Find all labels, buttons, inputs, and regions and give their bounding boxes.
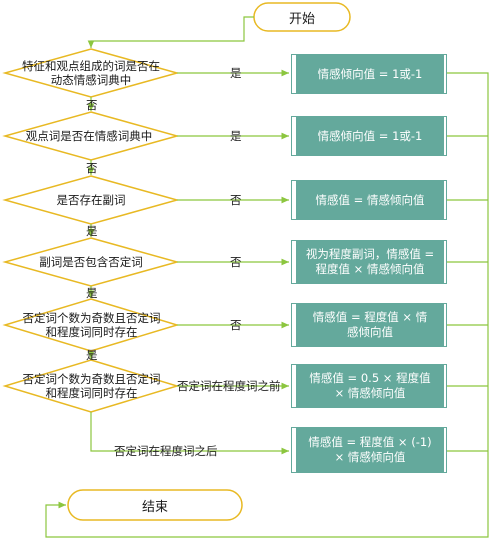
edge-label-d3-yes: 是 xyxy=(86,224,98,238)
result-text-1: 情感倾向值 = 1或-1 xyxy=(317,66,423,81)
edge-label-d4-no: 否 xyxy=(230,255,242,269)
decision-text-5: 否定词个数为奇数且否定词和程度词同时存在 xyxy=(22,311,161,339)
decision-text-1: 特征和观点组成的词是否在动态情感词典中 xyxy=(22,59,160,87)
start-label: 开始 xyxy=(288,11,315,27)
decision-text-6: 否定词个数为奇数且否定词和程度词同时存在 xyxy=(22,372,161,400)
edge-label-before: 否定词在程度词之前 xyxy=(177,379,281,393)
edge-label-d2-no: 否 xyxy=(86,161,98,175)
decision-text-2: 观点词是否在情感词典中 xyxy=(25,129,153,143)
edge-label-d4-yes: 是 xyxy=(86,286,98,300)
result-text-7: 情感值 = 程度值 × (-1) × 情感倾向值 xyxy=(308,435,432,464)
result-box-6: 情感值 = 0.5 × 程度值 × 情感倾向值 xyxy=(291,364,447,408)
end-label: 结束 xyxy=(141,499,168,515)
result-box-7: 情感值 = 程度值 × (-1) × 情感倾向值 xyxy=(291,427,447,473)
edge-label-d5-no: 否 xyxy=(230,318,242,332)
edge-label-d3-no: 否 xyxy=(230,193,242,207)
edge-results-to-end xyxy=(45,72,489,538)
edge-label-after: 否定词在程度词之后 xyxy=(114,444,218,458)
result-text-6: 情感值 = 0.5 × 程度值 × 情感倾向值 xyxy=(309,371,431,400)
result-box-1: 情感倾向值 = 1或-1 xyxy=(291,54,447,94)
result-box-5: 情感值 = 程度值 × 情感倾向值 xyxy=(291,303,447,347)
result-text-3: 情感值 = 情感倾向值 xyxy=(315,192,425,207)
edge-start-to-d1 xyxy=(87,16,254,48)
decision-text-3: 是否存在副词 xyxy=(56,193,126,207)
edge-label-d1-yes: 是 xyxy=(230,66,242,80)
end-terminal xyxy=(67,489,243,521)
edge-label-d2-yes: 是 xyxy=(230,129,242,143)
edge-d6-after xyxy=(90,412,289,455)
result-box-4: 视为程度副词，情感值 = 程度值 × 情感倾向值 xyxy=(291,240,447,284)
result-box-3: 情感值 = 情感倾向值 xyxy=(291,180,447,220)
decision-text-4: 副词是否包含否定词 xyxy=(39,255,143,269)
edge-label-d5-yes: 是 xyxy=(86,348,98,362)
edge-label-d1-no: 否 xyxy=(86,98,98,112)
result-text-2: 情感倾向值 = 1或-1 xyxy=(317,128,423,143)
result-box-2: 情感倾向值 = 1或-1 xyxy=(291,116,447,156)
result-text-4: 视为程度副词，情感值 = 程度值 × 情感倾向值 xyxy=(305,247,435,276)
result-text-5: 情感值 = 程度值 × 情感倾向值 xyxy=(312,310,428,339)
